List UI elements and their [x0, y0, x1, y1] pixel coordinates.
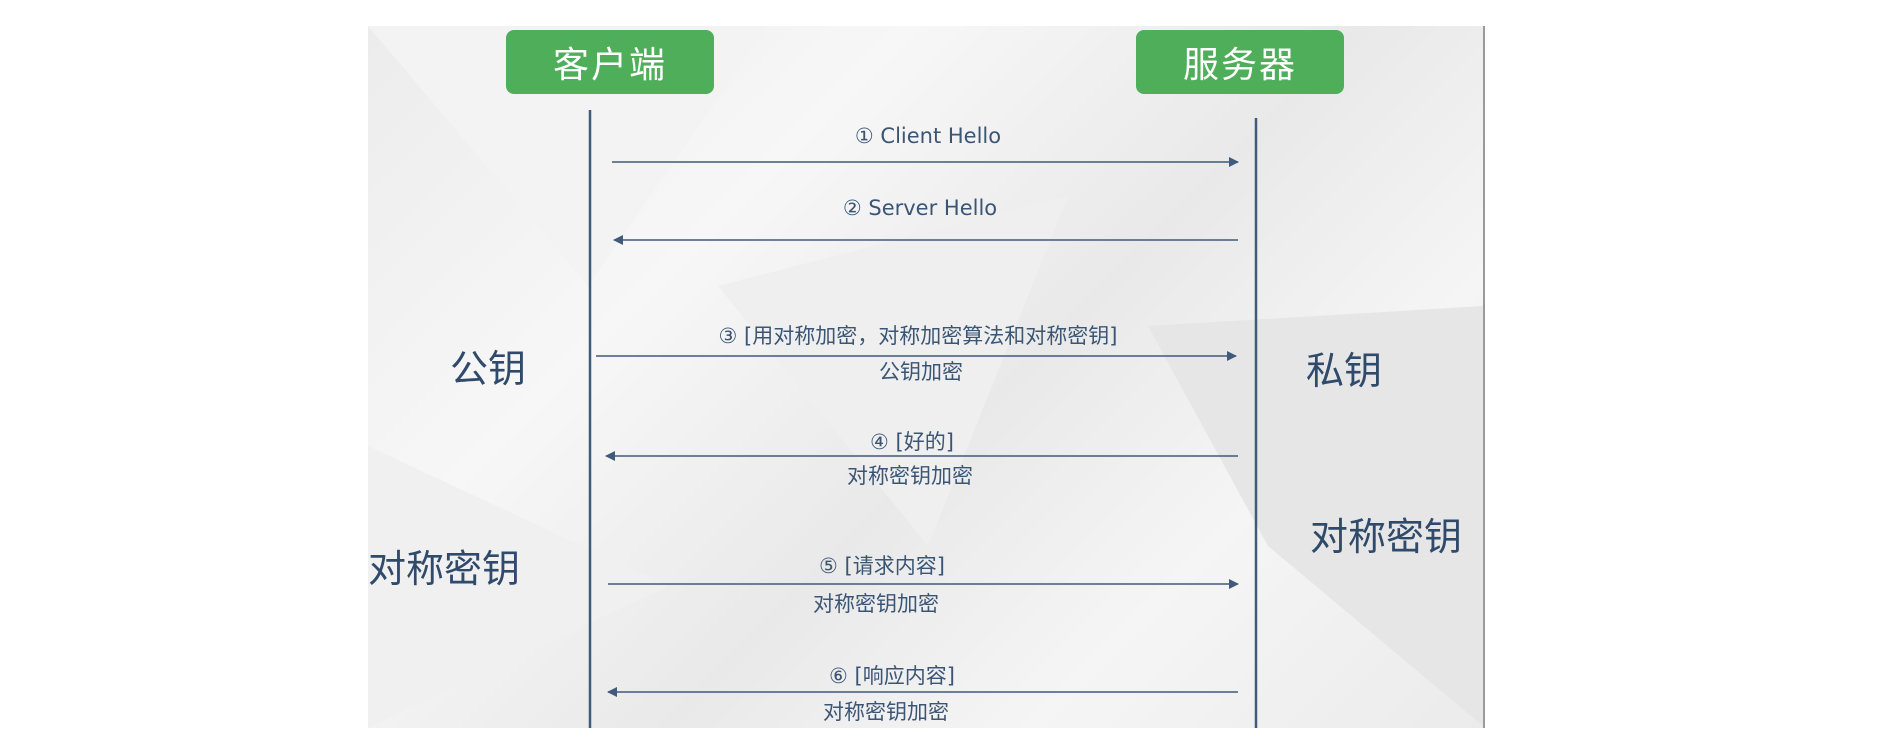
client-public-key-label: 公钥 [450, 347, 527, 391]
message-3-sub: 公钥加密 [879, 360, 963, 384]
message-4-label: ④ [好的] [870, 430, 954, 454]
server-actor-box: 服务器 [1136, 30, 1344, 94]
message-4-sub: 对称密钥加密 [847, 464, 973, 488]
message-6-sub: 对称密钥加密 [823, 700, 949, 724]
client-label: 客户端 [552, 45, 667, 86]
server-private-key-label: 私钥 [1306, 349, 1383, 393]
client-symmetric-key-label: 对称密钥 [368, 547, 521, 591]
server-symmetric-key-label: 对称密钥 [1310, 515, 1463, 559]
message-5-label: ⑤ [请求内容] [819, 554, 945, 578]
sequence-diagram: 客户端 服务器 ① Client Hello ② Server Hello ③ … [368, 26, 1485, 728]
message-5-sub: 对称密钥加密 [813, 592, 939, 616]
message-1-label: ① Client Hello [854, 124, 1002, 148]
server-label: 服务器 [1182, 45, 1297, 86]
message-3-label: ③ [用对称加密，对称加密算法和对称密钥] [718, 324, 1118, 348]
message-6-label: ⑥ [响应内容] [829, 664, 955, 688]
client-actor-box: 客户端 [506, 30, 714, 94]
message-2-label: ② Server Hello [842, 196, 998, 220]
lifelines-and-arrows [588, 110, 1258, 728]
